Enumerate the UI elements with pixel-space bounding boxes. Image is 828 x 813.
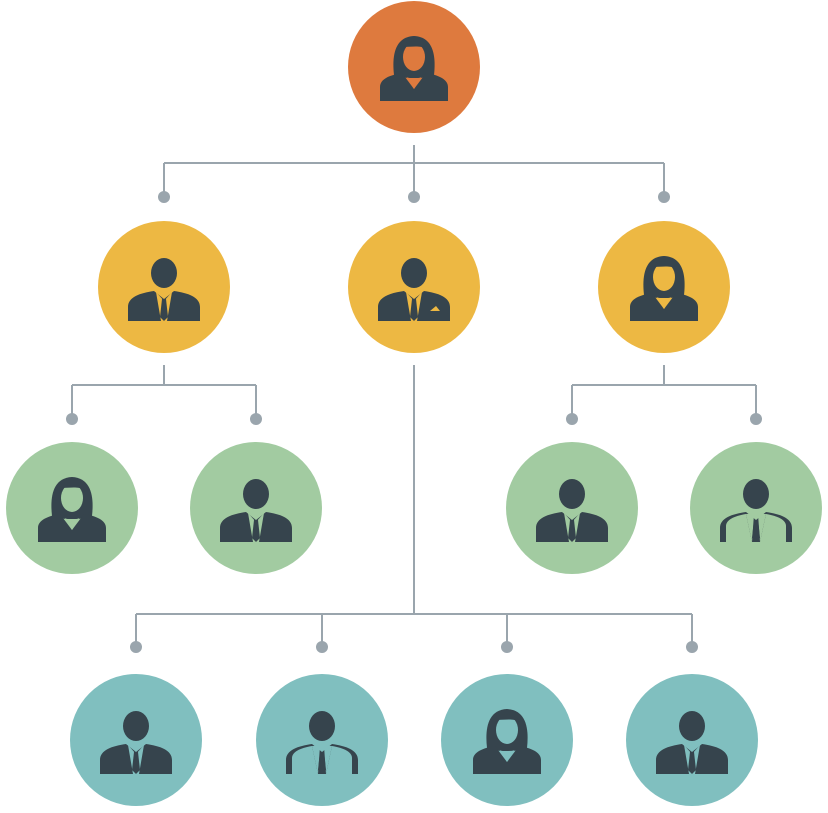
org-node-level-4 [626,674,758,806]
org-node-level-2 [348,221,480,353]
collar [657,297,671,309]
hair [153,261,175,277]
org-node-level-2 [598,221,730,353]
hair [681,714,703,730]
face [61,484,83,512]
shirt-right [760,514,786,542]
hair [745,482,767,498]
hair [403,261,425,277]
collar [407,77,421,89]
female-person-icon [38,477,106,542]
male-suit-person-icon [128,258,200,321]
connector-dot [408,191,420,203]
connector-dot [750,413,762,425]
lapel [312,746,332,774]
connector-dot [658,191,670,203]
face [496,716,518,744]
tie-icon [318,752,326,774]
connector-dot [250,413,262,425]
hair [245,482,267,498]
male-suit-person-icon [656,711,728,774]
org-node-level-2 [98,221,230,353]
tie-icon [568,520,576,542]
tie-icon [688,752,696,774]
pocket-square [430,306,440,311]
shirt-left [726,514,752,542]
connector-dot [130,641,142,653]
tie-icon [160,299,168,321]
body [380,73,448,101]
connector-dot [66,413,78,425]
hair [311,714,333,730]
male-suit-person-icon [536,479,608,542]
lapel [746,514,766,542]
female-person-icon [473,709,541,774]
female-person-icon [380,36,448,101]
shirt-left [292,746,318,774]
fringe [651,261,677,269]
org-node-level-3 [190,442,322,574]
connectors [71,145,757,647]
fringe [401,41,427,49]
org-node-level-3 [690,442,822,574]
connector-dot [686,641,698,653]
hair [125,714,147,730]
tie-icon [132,752,140,774]
org-node-level-4 [256,674,388,806]
org-node-level-1 [348,1,480,133]
tie-icon [252,520,260,542]
body [473,746,541,774]
org-node-level-3 [506,442,638,574]
hair [561,482,583,498]
fringe [59,482,85,490]
tie-icon [410,299,418,321]
collar [500,750,514,762]
connector-dot [566,413,578,425]
tie-icon [752,520,760,542]
female-person-icon [630,256,698,321]
connector-dot [158,191,170,203]
body [630,293,698,321]
male-open-jacket-person-icon [720,479,792,542]
org-node-level-4 [70,674,202,806]
fringe [494,714,520,722]
collar [65,518,79,530]
face [403,43,425,71]
male-suit-person-icon [220,479,292,542]
org-node-level-4 [441,674,573,806]
male-suit-pocket-person-icon [378,258,450,321]
male-open-jacket-person-icon [286,711,358,774]
connector-dot [501,641,513,653]
male-suit-person-icon [100,711,172,774]
shirt-right [326,746,352,774]
org-node-level-3 [6,442,138,574]
body [38,514,106,542]
face [653,263,675,291]
connector-dot [316,641,328,653]
